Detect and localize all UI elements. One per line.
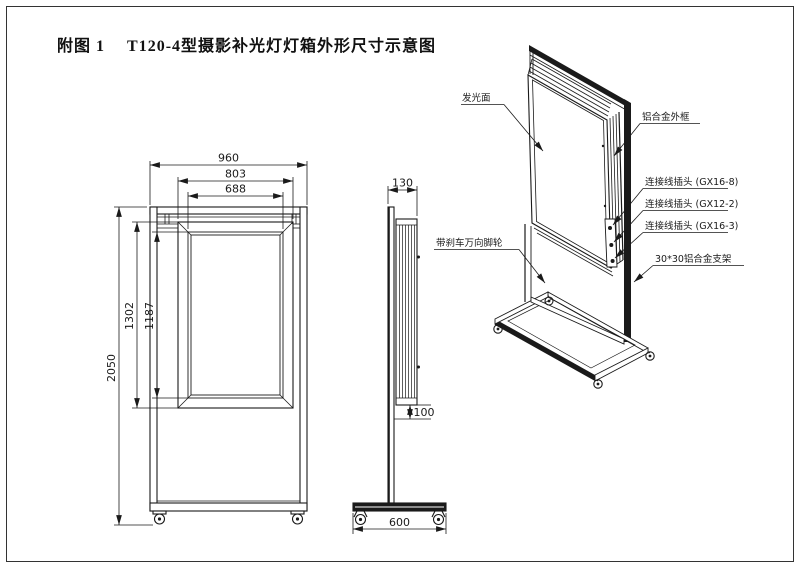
side-caster-right <box>431 510 446 526</box>
iso-frame-top-bar <box>529 45 629 108</box>
dim-depth-top: 130 <box>392 177 413 190</box>
dim-inner-height: 1187 <box>143 302 156 330</box>
iso-caster-front <box>593 379 603 389</box>
iso-panel-face <box>527 74 612 269</box>
label-bracket: 30*30铝合金支架 <box>655 253 732 265</box>
dim-bottom-gap: 100 <box>414 406 435 419</box>
label-alu-frame: 铝合金外框 <box>642 111 690 123</box>
dim-base-depth: 600 <box>389 516 410 529</box>
side-view <box>352 206 447 526</box>
side-plug-nub-bottom <box>417 365 420 369</box>
iso-connector-plate <box>604 218 618 268</box>
label-light-surface: 发光面 <box>462 92 491 104</box>
figure-caption: T120-4型摄影补光灯灯箱外形尺寸示意图 <box>127 38 437 55</box>
drawing-border <box>6 6 794 562</box>
front-bottom-bar <box>149 502 308 512</box>
iso-caster-right <box>645 351 655 361</box>
iso-plug-gx16-8 <box>608 226 612 230</box>
iso-caster-left <box>493 323 503 334</box>
iso-plug-gx16-3 <box>610 259 615 263</box>
label-plug-gx16-8: 连接线插头 (GX16-8) <box>645 176 738 188</box>
dim-inner-width: 688 <box>225 183 246 196</box>
iso-view <box>493 45 655 389</box>
front-view-dimensions <box>114 161 308 526</box>
front-view <box>149 206 308 525</box>
front-caster-left <box>152 510 167 525</box>
iso-leaders <box>434 104 744 284</box>
iso-base-frame <box>494 291 649 382</box>
dim-box-height: 1302 <box>123 302 136 330</box>
label-plug-gx16-3: 连接线插头 (GX16-3) <box>645 220 738 232</box>
iso-plug-gx12-2 <box>609 243 614 247</box>
figure-number: 附图 1 <box>57 38 106 55</box>
label-caster: 带刹车万向脚轮 <box>436 237 503 249</box>
side-caster-left <box>353 510 368 526</box>
front-top-bar <box>149 206 308 215</box>
dim-overall-height: 2050 <box>105 354 118 382</box>
iso-right-post <box>624 99 631 342</box>
front-right-post <box>299 206 308 512</box>
front-lightbox-outer <box>177 221 294 409</box>
side-view-dimensions <box>352 186 447 534</box>
dim-overall-width: 960 <box>218 152 239 165</box>
label-plug-gx12-2: 连接线插头 (GX12-2) <box>645 198 738 210</box>
iso-caster-back <box>544 294 554 306</box>
dim-box-width: 803 <box>225 168 246 181</box>
side-plug-nub-top <box>417 255 420 259</box>
figure-title: 附图 1 T120-4型摄影补光灯灯箱外形尺寸示意图 <box>57 32 436 56</box>
front-left-post <box>149 206 158 512</box>
front-caster-right <box>290 510 305 525</box>
